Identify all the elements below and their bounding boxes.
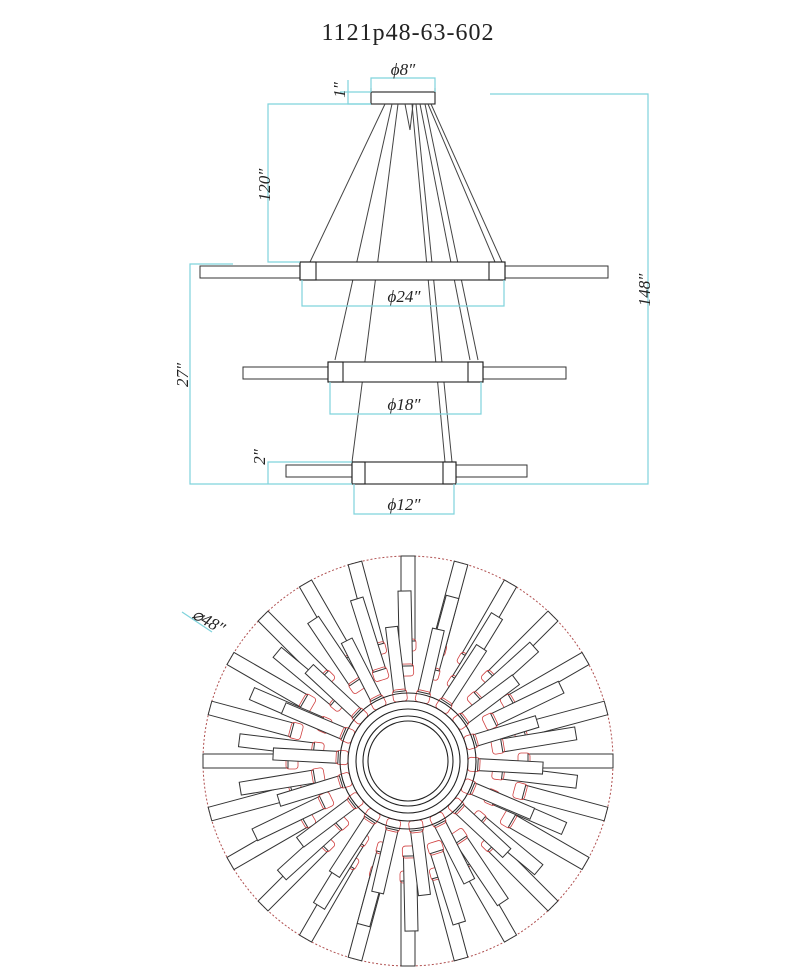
dimension-lines: [189, 77, 649, 515]
radial-blades: [202, 555, 614, 967]
radial-blade: [408, 819, 431, 897]
radial-blade: [304, 663, 369, 725]
radial-blade: [426, 840, 467, 926]
radial-blade: [512, 782, 609, 822]
ring-tier-1: [199, 261, 609, 281]
canopy-diameter-label: ϕ8″: [391, 60, 416, 79]
canopy: [370, 91, 436, 105]
side-elevation: ϕ8″ 1″ 120″ 148″ 27″ 2″ ϕ24″ ϕ18″ ϕ12″: [173, 60, 654, 515]
radial-blade: [207, 700, 304, 740]
ring2-diameter-label: ϕ18″: [388, 395, 422, 414]
radial-blade: [295, 792, 364, 848]
cable-length-label: 120″: [255, 168, 274, 202]
suspension-cables: [309, 103, 503, 463]
radial-blade: [435, 643, 488, 714]
ring3-diameter-label: ϕ12″: [388, 495, 422, 514]
ring-tier-3: [285, 461, 528, 485]
radial-blade: [467, 756, 544, 775]
radial-blade: [226, 651, 317, 713]
overall-diameter-label: ⌀48″: [189, 604, 229, 638]
radial-blade: [280, 702, 355, 744]
plan-view: ⌀48″: [181, 555, 614, 967]
tier-span-label: 27″: [173, 362, 192, 387]
center-hub: [362, 715, 454, 807]
radial-blade: [328, 808, 381, 879]
radial-blade: [401, 845, 419, 932]
radial-blade: [349, 596, 390, 682]
canopy-height-label: 1″: [330, 81, 349, 98]
ring-height-label: 2″: [250, 448, 269, 465]
radial-blade: [272, 747, 349, 766]
radial-blade: [461, 778, 536, 820]
overall-height-label: 148″: [635, 273, 654, 307]
ring-tier-2: [242, 361, 567, 383]
radial-blade: [429, 811, 476, 885]
ring1-diameter-label: ϕ24″: [388, 287, 422, 306]
radial-blade: [307, 615, 367, 694]
radial-blade: [276, 772, 353, 807]
drawing-title: 1121p48-63-602: [321, 20, 494, 46]
radial-blade: [340, 637, 387, 711]
